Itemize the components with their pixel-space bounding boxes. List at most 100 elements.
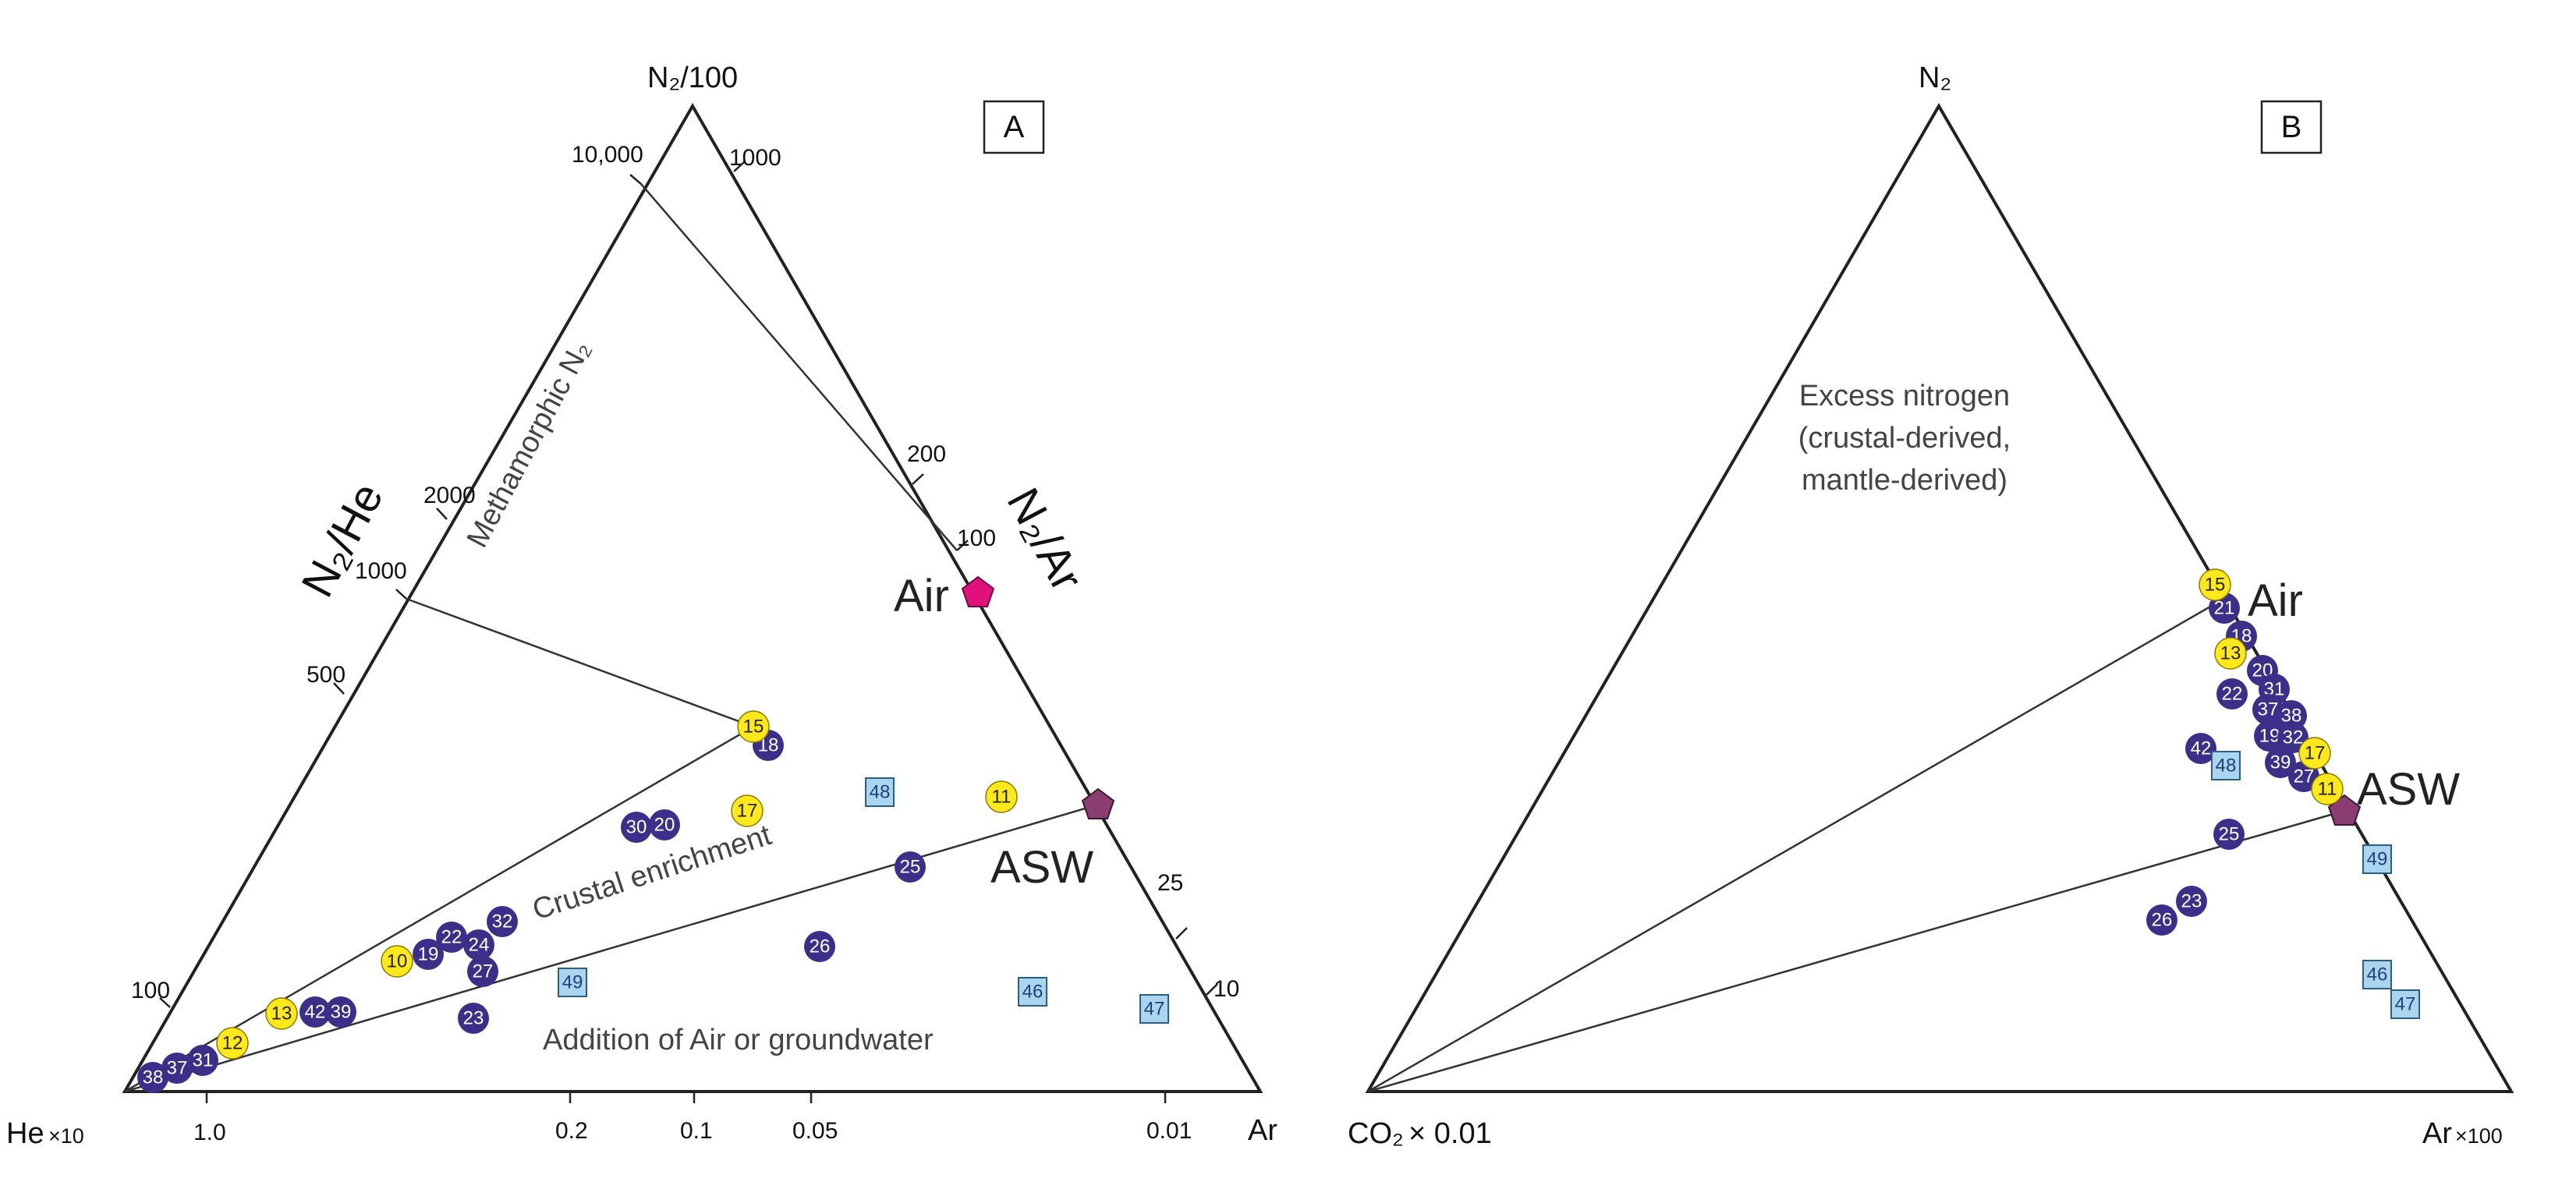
sample-point-label: 47 bbox=[2395, 994, 2416, 1015]
excess-nitrogen-sublabel-2: mantle-derived) bbox=[1802, 464, 2007, 497]
sample-point-label: 21 bbox=[2214, 598, 2235, 619]
sample-point-label: 19 bbox=[2259, 726, 2280, 747]
sample-point-27: 27 bbox=[467, 956, 498, 987]
panel-b-points: 21 18 20 31 22 37 38 19 32 39 27 42 25 2… bbox=[2146, 568, 2420, 1019]
sample-point-15: 15 bbox=[2199, 568, 2231, 601]
panel-b: N₂ CO₂ × 0.01 Ar ×100 Excess nitrogen (c… bbox=[1348, 62, 2514, 1150]
excess-nitrogen-label: Excess nitrogen bbox=[1799, 380, 2010, 412]
sample-point-23: 23 bbox=[458, 1003, 489, 1034]
panel-b-asw-line bbox=[1367, 809, 2345, 1093]
panel-b-label: B bbox=[2281, 110, 2302, 144]
right-tick-10: 10 bbox=[1214, 976, 1239, 1002]
sample-point-11: 11 bbox=[2311, 773, 2344, 805]
sample-point-label: 46 bbox=[2367, 964, 2388, 986]
sample-point-label: 46 bbox=[1022, 982, 1044, 1003]
sample-point-label: 32 bbox=[2283, 727, 2304, 748]
sample-point-39: 39 bbox=[2265, 747, 2296, 778]
sample-point-37: 37 bbox=[2252, 694, 2284, 725]
sample-point-46: 46 bbox=[2362, 960, 2392, 989]
sample-point-23: 23 bbox=[2176, 886, 2207, 917]
sample-point-label: 17 bbox=[737, 801, 758, 822]
sample-point-22: 22 bbox=[2216, 678, 2248, 710]
sample-point-label: 49 bbox=[562, 972, 583, 993]
panel-b-triangle bbox=[1365, 103, 2514, 1093]
panel-b-left-corner-label: CO₂ bbox=[1348, 1117, 1404, 1150]
sample-point-label: 27 bbox=[473, 961, 494, 982]
air-marker-a bbox=[961, 575, 995, 607]
panel-a: 10,000 2000 1000 500 100 1000 200 100 25… bbox=[6, 62, 1277, 1150]
sample-point-label: 13 bbox=[271, 1003, 292, 1024]
sample-point-label: 15 bbox=[2205, 575, 2226, 596]
left-tick-1000: 1000 bbox=[355, 558, 407, 584]
sample-point-label: 22 bbox=[441, 927, 462, 948]
bottom-tick-0-05: 0.05 bbox=[792, 1118, 838, 1144]
sample-point-48: 48 bbox=[865, 777, 895, 807]
asw-marker-b bbox=[2327, 794, 2362, 826]
sample-point-48: 48 bbox=[2211, 751, 2241, 780]
sample-point-39: 39 bbox=[325, 996, 356, 1028]
right-tick-200: 200 bbox=[907, 441, 946, 467]
sample-point-label: 38 bbox=[143, 1067, 164, 1088]
sample-point-label: 11 bbox=[2318, 779, 2337, 800]
sample-point-label: 23 bbox=[463, 1008, 484, 1029]
left-tick-500: 500 bbox=[306, 662, 345, 688]
sample-point-31: 31 bbox=[187, 1045, 218, 1076]
sample-point-12: 12 bbox=[216, 1027, 249, 1060]
sample-point-label: 11 bbox=[992, 787, 1012, 808]
panel-a-left-corner-label: He bbox=[6, 1117, 44, 1150]
panel-b-label-box bbox=[2260, 100, 2323, 154]
sample-point-label: 13 bbox=[2220, 643, 2241, 664]
sample-point-25: 25 bbox=[895, 851, 926, 883]
sample-point-label: 10 bbox=[387, 951, 408, 972]
panel-a-points: 18 30 20 25 26 22 19 24 27 32 23 42 39 3… bbox=[137, 710, 1169, 1093]
asw-label-a: ASW bbox=[990, 842, 1093, 893]
panel-b-right-corner-label: Ar bbox=[2422, 1117, 2452, 1150]
panel-a-tick-marks bbox=[159, 161, 1218, 1103]
air-label-b: Air bbox=[2248, 575, 2303, 626]
right-tick-25: 25 bbox=[1157, 870, 1183, 896]
sample-point-13: 13 bbox=[2214, 637, 2247, 670]
sample-point-label: 47 bbox=[1144, 999, 1165, 1020]
bottom-tick-1-0: 1.0 bbox=[193, 1120, 226, 1145]
sample-point-49: 49 bbox=[2362, 844, 2392, 874]
sample-point-10: 10 bbox=[381, 945, 413, 978]
sample-point-label: 31 bbox=[193, 1050, 214, 1071]
air-groundwater-label: Addition of Air or groundwater bbox=[543, 1024, 934, 1056]
air-label-a: Air bbox=[894, 571, 949, 621]
panel-b-air-line bbox=[1367, 599, 2222, 1093]
sample-point-15: 15 bbox=[737, 710, 770, 743]
sample-point-label: 30 bbox=[626, 817, 647, 838]
sample-point-label: 39 bbox=[2270, 752, 2291, 773]
sample-point-label: 26 bbox=[2152, 910, 2173, 931]
bottom-tick-0-1: 0.1 bbox=[680, 1118, 713, 1144]
sample-point-label: 17 bbox=[2305, 743, 2326, 764]
sample-point-label: 24 bbox=[469, 935, 490, 956]
sample-point-19: 19 bbox=[413, 939, 444, 970]
sample-point-label: 48 bbox=[2216, 756, 2237, 777]
metamorphic-region-label: Methamorphic N₂ bbox=[461, 335, 597, 553]
sample-point-37: 37 bbox=[161, 1053, 193, 1084]
sample-point-47: 47 bbox=[1139, 994, 1169, 1024]
sample-point-19: 19 bbox=[2254, 720, 2285, 752]
sample-point-label: 32 bbox=[492, 911, 513, 932]
sample-point-label: 37 bbox=[2258, 699, 2279, 720]
sample-point-label: 25 bbox=[900, 857, 921, 878]
sample-point-label: 49 bbox=[2367, 849, 2388, 870]
right-tick-100: 100 bbox=[957, 525, 996, 551]
sample-point-26: 26 bbox=[804, 931, 835, 962]
sample-point-26: 26 bbox=[2146, 904, 2177, 936]
sample-point-label: 42 bbox=[305, 1002, 326, 1023]
sample-point-47: 47 bbox=[2390, 989, 2420, 1019]
panel-a-left-corner-multiplier: ×10 bbox=[48, 1124, 84, 1148]
sample-point-label: 42 bbox=[2191, 738, 2212, 759]
sample-point-38: 38 bbox=[137, 1062, 168, 1093]
panel-b-right-corner-multiplier: ×100 bbox=[2455, 1124, 2503, 1148]
right-axis-title: N₂/Ar bbox=[997, 480, 1093, 600]
right-tick-1000: 1000 bbox=[729, 145, 781, 171]
excess-nitrogen-sublabel-1: (crustal-derived, bbox=[1798, 422, 2011, 455]
panel-a-right-corner-label: Ar bbox=[1248, 1114, 1277, 1147]
sample-point-22: 22 bbox=[436, 922, 467, 953]
sample-point-label: 19 bbox=[418, 944, 439, 965]
panel-b-apex-label: N₂ bbox=[1919, 62, 1951, 94]
panel-a-label: A bbox=[1004, 110, 1025, 144]
